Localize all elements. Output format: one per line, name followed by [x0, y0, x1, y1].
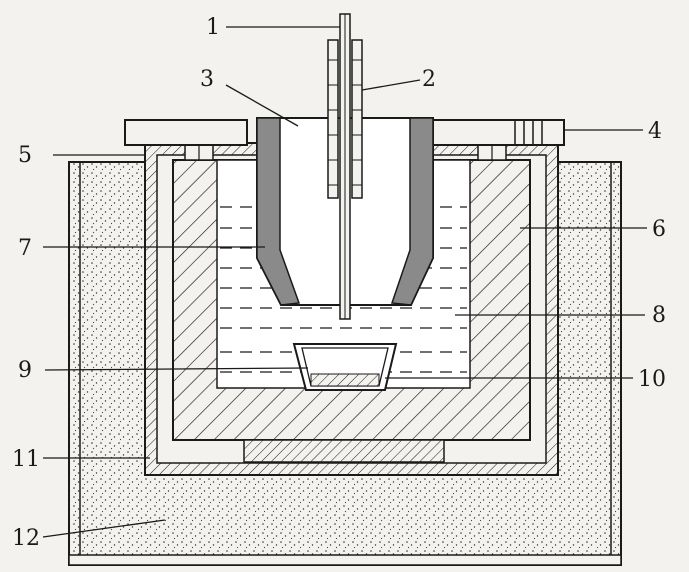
label-11: 11 [12, 447, 40, 472]
label-3: 3 [200, 67, 214, 92]
label-6: 6 [652, 217, 666, 242]
label-1: 1 [206, 15, 220, 40]
central-rod [339, 13, 351, 320]
bottom-support-block [243, 439, 445, 463]
lid-supports [184, 144, 507, 161]
label-7: 7 [18, 236, 32, 261]
label-5: 5 [18, 143, 32, 168]
metal-collector-cup [292, 343, 398, 391]
cathode-bars [327, 39, 363, 199]
label-10: 10 [638, 367, 666, 392]
part-labels: 1 2 3 4 5 6 7 8 9 10 11 12 [12, 15, 666, 551]
label-2: 2 [422, 67, 436, 92]
label-8: 8 [652, 303, 666, 328]
label-4: 4 [648, 119, 662, 144]
label-9: 9 [18, 358, 32, 383]
leader-lines [42, 26, 647, 538]
cover-plates [124, 119, 565, 146]
label-12: 12 [12, 526, 40, 551]
